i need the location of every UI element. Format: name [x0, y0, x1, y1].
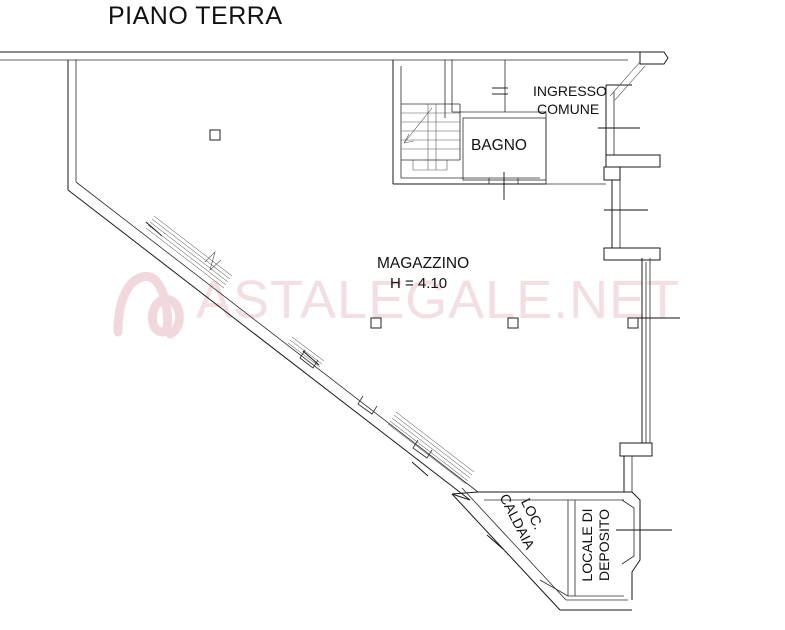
room-label-magazzino: MAGAZZINO — [377, 255, 469, 272]
room-label-deposito-line1: LOCALE DI — [579, 508, 595, 581]
room-label-caldaia-group: LOC. CALDAIA — [497, 491, 547, 552]
bagno-room-walls — [462, 117, 547, 200]
room-label-deposito-group: LOCALE DI DEPOSITO — [579, 508, 612, 581]
building-outline — [0, 51, 669, 611]
watermark-group: ASTALEGALE.NET — [113, 270, 680, 339]
room-label-bagno: BAGNO — [471, 137, 527, 154]
caldaia-deposito-walls — [478, 491, 632, 597]
room-height-magazzino: H = 4.10 — [390, 275, 447, 292]
room-label-ingresso-line1: INGRESSO — [533, 83, 607, 99]
staircase-area — [392, 60, 546, 185]
column-marker — [209, 129, 221, 141]
page-title: PIANO TERRA — [108, 2, 283, 30]
right-exterior-wall — [598, 61, 680, 600]
column-marker — [627, 317, 639, 329]
ingresso-comune-walls — [545, 112, 606, 185]
astalegale-a-logo-icon — [113, 271, 184, 339]
diagonal-window-hatch-lower — [387, 411, 475, 485]
column-marker — [507, 317, 519, 329]
room-label-ingresso-line2: COMUNE — [537, 101, 599, 117]
watermark-text: ASTALEGALE.NET — [196, 270, 680, 330]
diagonal-window-hatch-upper — [145, 215, 233, 289]
room-label-deposito-line2: DEPOSITO — [596, 509, 612, 581]
column-markers — [209, 129, 639, 329]
diagonal-window-hatch-mid — [287, 336, 325, 368]
stair-treads — [401, 112, 460, 150]
column-marker — [370, 317, 382, 329]
